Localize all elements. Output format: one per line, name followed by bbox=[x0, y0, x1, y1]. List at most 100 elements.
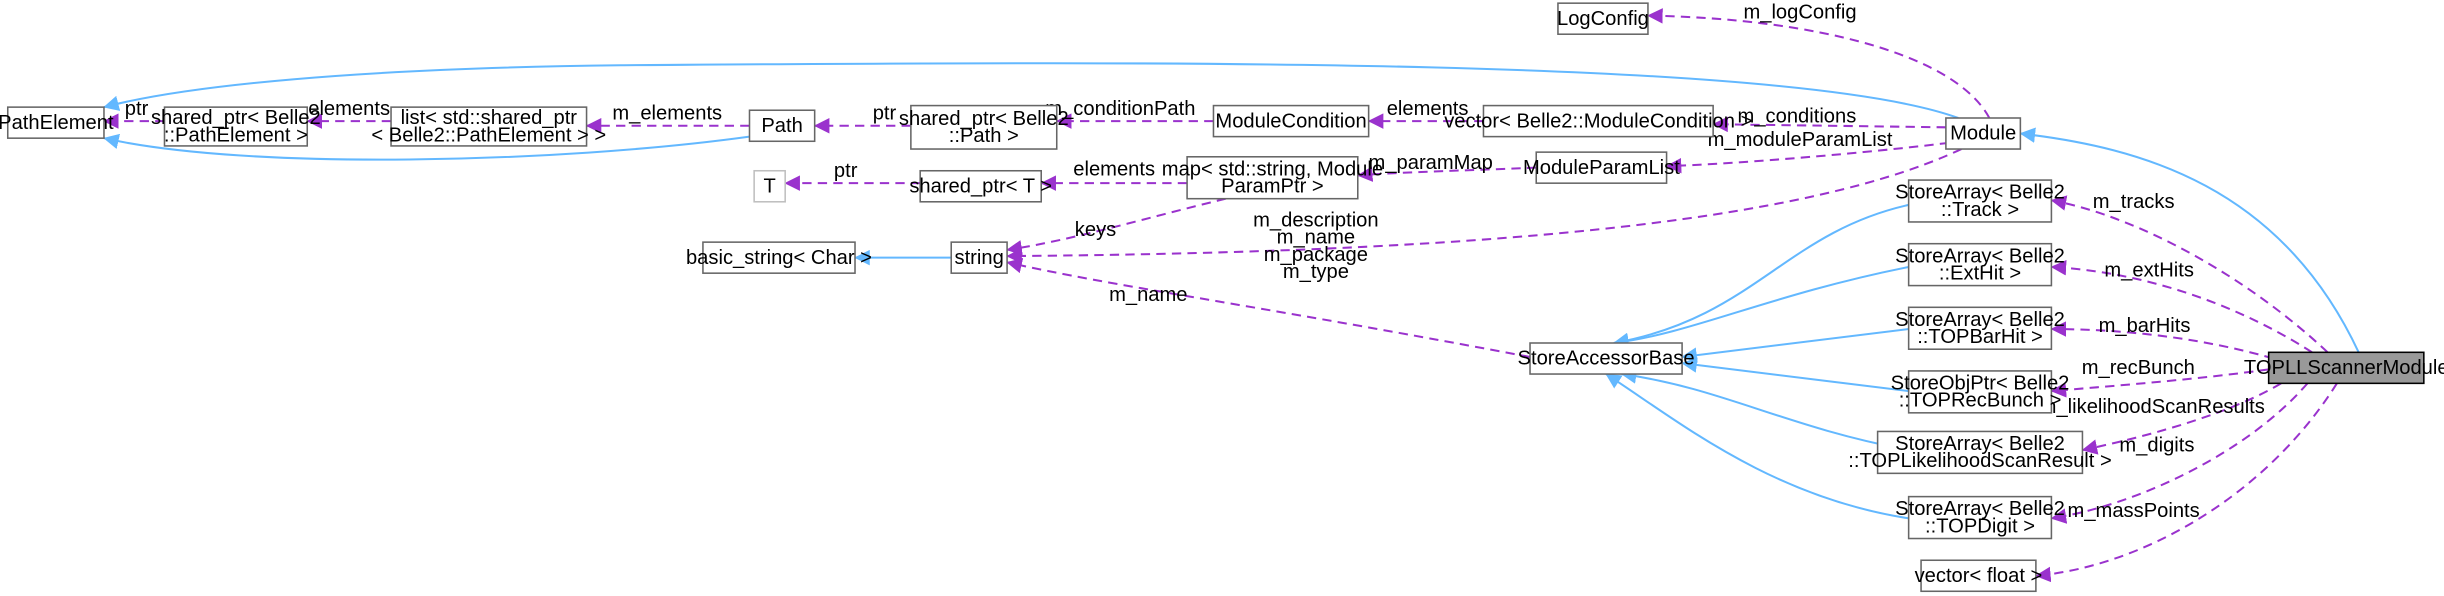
class-name-text: ::PathElement > bbox=[164, 124, 308, 146]
class-node-moduleparamlist[interactable]: ModuleParamList bbox=[1523, 151, 1680, 184]
class-node-storearray-exthit[interactable]: StoreArray< Belle2::ExtHit > bbox=[1895, 242, 2065, 287]
class-name-text: list< std::shared_ptr bbox=[401, 107, 578, 129]
class-node-list-sharedptr[interactable]: list< std::shared_ptr< Belle2::PathEleme… bbox=[371, 106, 606, 147]
class-name-text: StoreAccessorBase bbox=[1518, 348, 1695, 370]
class-name-text: shared_ptr< Belle2 bbox=[151, 107, 321, 129]
class-box bbox=[1212, 104, 1370, 138]
class-box bbox=[6, 106, 105, 139]
edge-label: m_name bbox=[1109, 284, 1187, 306]
class-name-text: ::TOPDigit > bbox=[1925, 515, 2035, 537]
inheritance-arrow bbox=[103, 62, 1959, 119]
class-name-text: ::ExtHit > bbox=[1939, 262, 2021, 284]
class-name-text: StoreArray< Belle2 bbox=[1895, 245, 2065, 267]
class-node-pathelement[interactable]: PathElement bbox=[0, 106, 114, 139]
class-node-path[interactable]: Path bbox=[748, 109, 816, 143]
usage-arrow bbox=[2050, 195, 2329, 354]
class-node-storearray-track[interactable]: StoreArray< Belle2::Track > bbox=[1895, 179, 2065, 223]
edge-label: m_conditionPath bbox=[1045, 98, 1195, 120]
class-node-vector-modulecondition[interactable]: vector< Belle2::ModuleCondition > bbox=[1444, 104, 1752, 138]
class-node-logconfig[interactable]: LogConfig bbox=[1557, 2, 1649, 35]
class-node-modulecondition[interactable]: ModuleCondition bbox=[1212, 104, 1370, 138]
edge-exthit-sab bbox=[1613, 265, 1909, 349]
edge-digit-sab bbox=[1605, 373, 1909, 520]
edge-top-barhit bbox=[2050, 321, 2274, 360]
usage-arrow bbox=[1647, 8, 1991, 119]
inheritance-arrow bbox=[1681, 357, 1909, 393]
class-name-text: PathElement bbox=[0, 112, 114, 134]
class-name-text: T bbox=[764, 175, 776, 197]
class-box bbox=[2267, 351, 2425, 385]
inheritance-arrow bbox=[1613, 265, 1909, 349]
edge-top-module bbox=[2019, 127, 2360, 353]
edge-mpl-map bbox=[1357, 166, 1537, 182]
class-box bbox=[1907, 242, 2053, 287]
edge-barhit-sab bbox=[1681, 328, 1909, 363]
class-name-text: StoreArray< Belle2 bbox=[1895, 433, 2065, 455]
edge-module-mpl bbox=[1665, 141, 1950, 174]
usage-arrow bbox=[2050, 321, 2274, 360]
edge-top-track bbox=[2050, 195, 2329, 354]
edge-recbunch-sab bbox=[1681, 357, 1909, 393]
usage-arrow bbox=[1006, 197, 1227, 256]
class-node-storearray-topbarhit[interactable]: StoreArray< Belle2::TOPBarHit > bbox=[1895, 306, 2065, 350]
edge-label: m_type bbox=[1283, 261, 1349, 283]
usage-arrow bbox=[1712, 116, 1946, 133]
class-box bbox=[1907, 179, 2053, 223]
class-node-module[interactable]: Module bbox=[1945, 117, 2022, 150]
usage-arrow bbox=[1357, 166, 1537, 182]
edge-module-string bbox=[1006, 148, 1962, 264]
class-node-sharedptr-t[interactable]: shared_ptr< T > bbox=[909, 169, 1052, 203]
class-name-text: StoreArray< Belle2 bbox=[1895, 498, 2065, 520]
edge-top-digit bbox=[2050, 382, 2309, 524]
class-box bbox=[1482, 104, 1714, 138]
class-node-sharedptr-pathelement[interactable]: shared_ptr< Belle2::PathElement > bbox=[151, 106, 321, 147]
class-name-text: shared_ptr< T > bbox=[909, 175, 1052, 197]
class-box bbox=[753, 169, 786, 203]
class-node-storeaccessorbase[interactable]: StoreAccessorBase bbox=[1518, 342, 1695, 375]
class-name-text: vector< float > bbox=[1915, 565, 2043, 587]
usage-arrow bbox=[2050, 368, 2269, 398]
edge-label: elements bbox=[1387, 98, 1469, 120]
edge-label: m_moduleParamList bbox=[1708, 129, 1893, 151]
class-node-sharedptr-path[interactable]: shared_ptr< Belle2::Path > bbox=[899, 104, 1069, 150]
class-name-text: Path bbox=[761, 115, 802, 137]
class-node-storearray-topdigit[interactable]: StoreArray< Belle2::TOPDigit > bbox=[1895, 495, 2065, 540]
class-box bbox=[950, 241, 1008, 274]
usage-arrow bbox=[2050, 259, 2313, 354]
class-box bbox=[163, 106, 309, 147]
edge-label: m_logConfig bbox=[1743, 2, 1856, 24]
class-node-basicstring[interactable]: basic_string< Char > bbox=[686, 241, 872, 274]
class-node-vector-float[interactable]: vector< float > bbox=[1915, 559, 2043, 593]
usage-arrow bbox=[2050, 382, 2309, 524]
class-name-text: string bbox=[955, 247, 1004, 269]
edge-label: elements bbox=[1073, 158, 1155, 180]
edge-track-sab bbox=[1613, 203, 1909, 349]
class-node-storeobjptr-toprecbunch[interactable]: StoreObjPtr< Belle2::TOPRecBunch > bbox=[1891, 370, 2070, 414]
edge-label: ptr bbox=[834, 160, 858, 182]
edge-label: elements bbox=[308, 98, 390, 120]
class-name-text: ModuleParamList bbox=[1523, 157, 1680, 179]
edge-label: m_conditions bbox=[1738, 106, 1857, 128]
class-box bbox=[1907, 495, 2053, 540]
class-name-text: vector< Belle2::ModuleCondition > bbox=[1444, 110, 1752, 132]
usage-arrow bbox=[2035, 382, 2338, 583]
class-node-storearray-toplikelihoodscanresult[interactable]: StoreArray< Belle2::TOPLikelihoodScanRes… bbox=[1848, 430, 2112, 475]
class-name-text: LogConfig bbox=[1557, 8, 1649, 30]
usage-arrow bbox=[1006, 148, 1962, 264]
class-box bbox=[748, 109, 816, 143]
class-name-text: < Belle2::PathElement > > bbox=[371, 124, 606, 146]
usage-arrow bbox=[2081, 382, 2282, 455]
class-box bbox=[702, 241, 856, 274]
edge-label: m_package bbox=[1264, 244, 1368, 266]
class-name-text: ModuleCondition bbox=[1215, 110, 1366, 132]
edge-path-pe bbox=[103, 133, 750, 161]
inheritance-arrow bbox=[1605, 373, 1909, 520]
class-box bbox=[1920, 559, 2037, 593]
class-box bbox=[1535, 151, 1668, 184]
class-node-string[interactable]: string bbox=[950, 241, 1008, 274]
edge-label: m_digits bbox=[2119, 435, 2194, 457]
class-box bbox=[1907, 306, 2053, 350]
usage-arrow bbox=[1665, 141, 1950, 174]
